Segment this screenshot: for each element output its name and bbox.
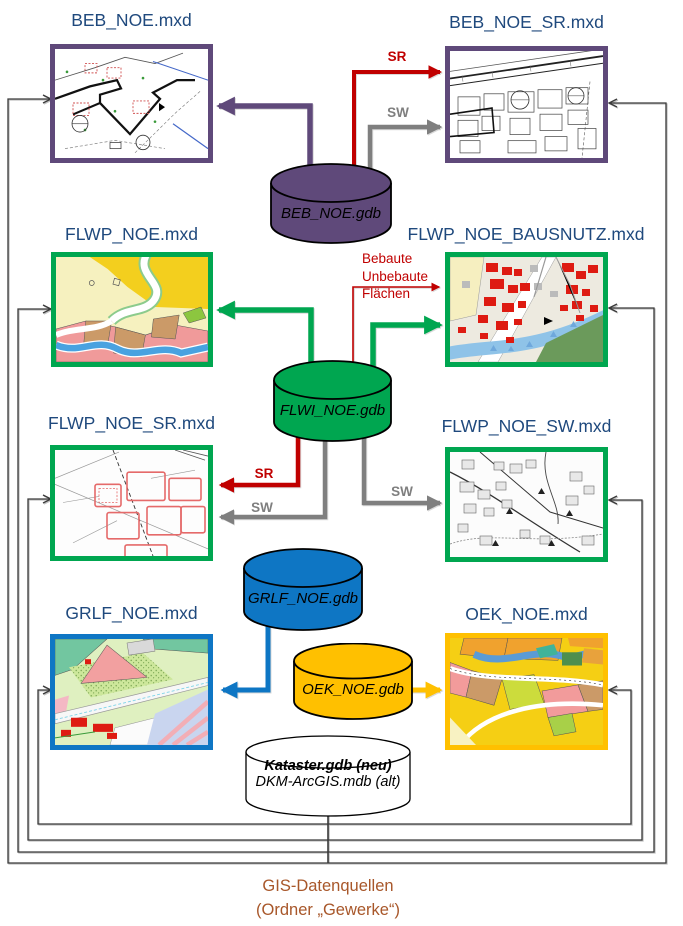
database-icon <box>270 163 392 244</box>
map-thumbnail-flwp-sw <box>445 447 608 562</box>
database-cylinder-beb: BEB_NOE.gdb <box>270 163 392 245</box>
map-thumbnail-oek <box>445 633 608 750</box>
database-label-flwi: FLWI_NOE.gdb <box>279 402 386 419</box>
map-preview-image <box>55 639 208 745</box>
map-thumbnail-grlf <box>50 634 213 750</box>
map-preview-image <box>56 257 208 362</box>
bebaute-line3: Flächen <box>362 286 411 301</box>
map-title-beb: BEB_NOE.mxd <box>71 10 192 30</box>
map-preview-image <box>450 51 603 158</box>
kataster-line1: Kataster.gdb (neu) <box>264 758 392 774</box>
diagram-caption: GIS-Datenquellen (Ordner „Gewerke“) <box>168 875 488 922</box>
map-thumbnail-flwp-sr <box>50 445 213 561</box>
database-label-beb: BEB_NOE.gdb <box>280 205 382 222</box>
map-thumbnail-beb-sr <box>445 46 608 163</box>
database-cylinder-grlf: GRLF_NOE.gdb <box>243 548 363 632</box>
caption-line2: (Ordner „Gewerke“) <box>256 900 400 919</box>
arrow-label-sw-mid-left: SW <box>251 500 273 515</box>
kataster-line2: DKM-ArcGIS.mdb (alt) <box>255 774 401 790</box>
map-title-beb-sr: BEB_NOE_SR.mxd <box>449 12 604 32</box>
map-thumbnail-beb <box>50 44 213 163</box>
map-title-flwp: FLWP_NOE.mxd <box>65 224 198 244</box>
map-preview-image <box>450 257 603 362</box>
database-arrows <box>216 65 443 699</box>
map-preview-image <box>55 450 208 556</box>
database-label-oek: OEK_NOE.gdb <box>302 681 404 698</box>
database-cylinder-flwi: FLWI_NOE.gdb <box>273 360 392 443</box>
database-icon <box>243 548 363 631</box>
caption-line1: GIS-Datenquellen <box>262 877 394 895</box>
map-title-oek: OEK_NOE.mxd <box>465 604 588 624</box>
arrow-label-sr-mid: SR <box>254 466 274 481</box>
map-preview-image <box>55 49 208 158</box>
kataster-bus-lines <box>7 99 667 864</box>
map-preview-image <box>450 638 603 745</box>
arrow-label-sw-mid-right: SW <box>391 484 413 499</box>
arrow-label-sr-top: SR <box>387 49 407 64</box>
database-cylinder-oek: OEK_NOE.gdb <box>293 643 413 720</box>
map-title-grlf: GRLF_NOE.mxd <box>65 603 198 623</box>
database-cylinder-kataster: Kataster.gdb (neu) DKM-ArcGIS.mdb (alt) <box>245 735 411 818</box>
bebaute-line2: Unbebaute <box>362 268 429 284</box>
map-thumbnail-flwp <box>51 252 213 367</box>
map-title-bausnutz: FLWP_NOE_BAUSNUTZ.mxd <box>407 224 645 244</box>
map-title-flwp-sw: FLWP_NOE_SW.mxd <box>441 416 612 436</box>
database-label-grlf: GRLF_NOE.gdb <box>247 590 359 607</box>
bebaute-line1: Bebaute <box>362 251 413 266</box>
arrow-label-bebaute-flaechen: Bebaute Unbebaute Flächen <box>362 250 428 303</box>
map-preview-image <box>450 452 603 557</box>
map-title-flwp-sr: FLWP_NOE_SR.mxd <box>48 413 215 433</box>
arrow-label-sw-top: SW <box>387 105 409 120</box>
database-icon <box>245 735 411 817</box>
database-label-kataster: Kataster.gdb (neu) DKM-ArcGIS.mdb (alt) <box>245 758 411 790</box>
database-icon <box>273 360 392 442</box>
map-thumbnail-bausnutz <box>445 252 608 367</box>
